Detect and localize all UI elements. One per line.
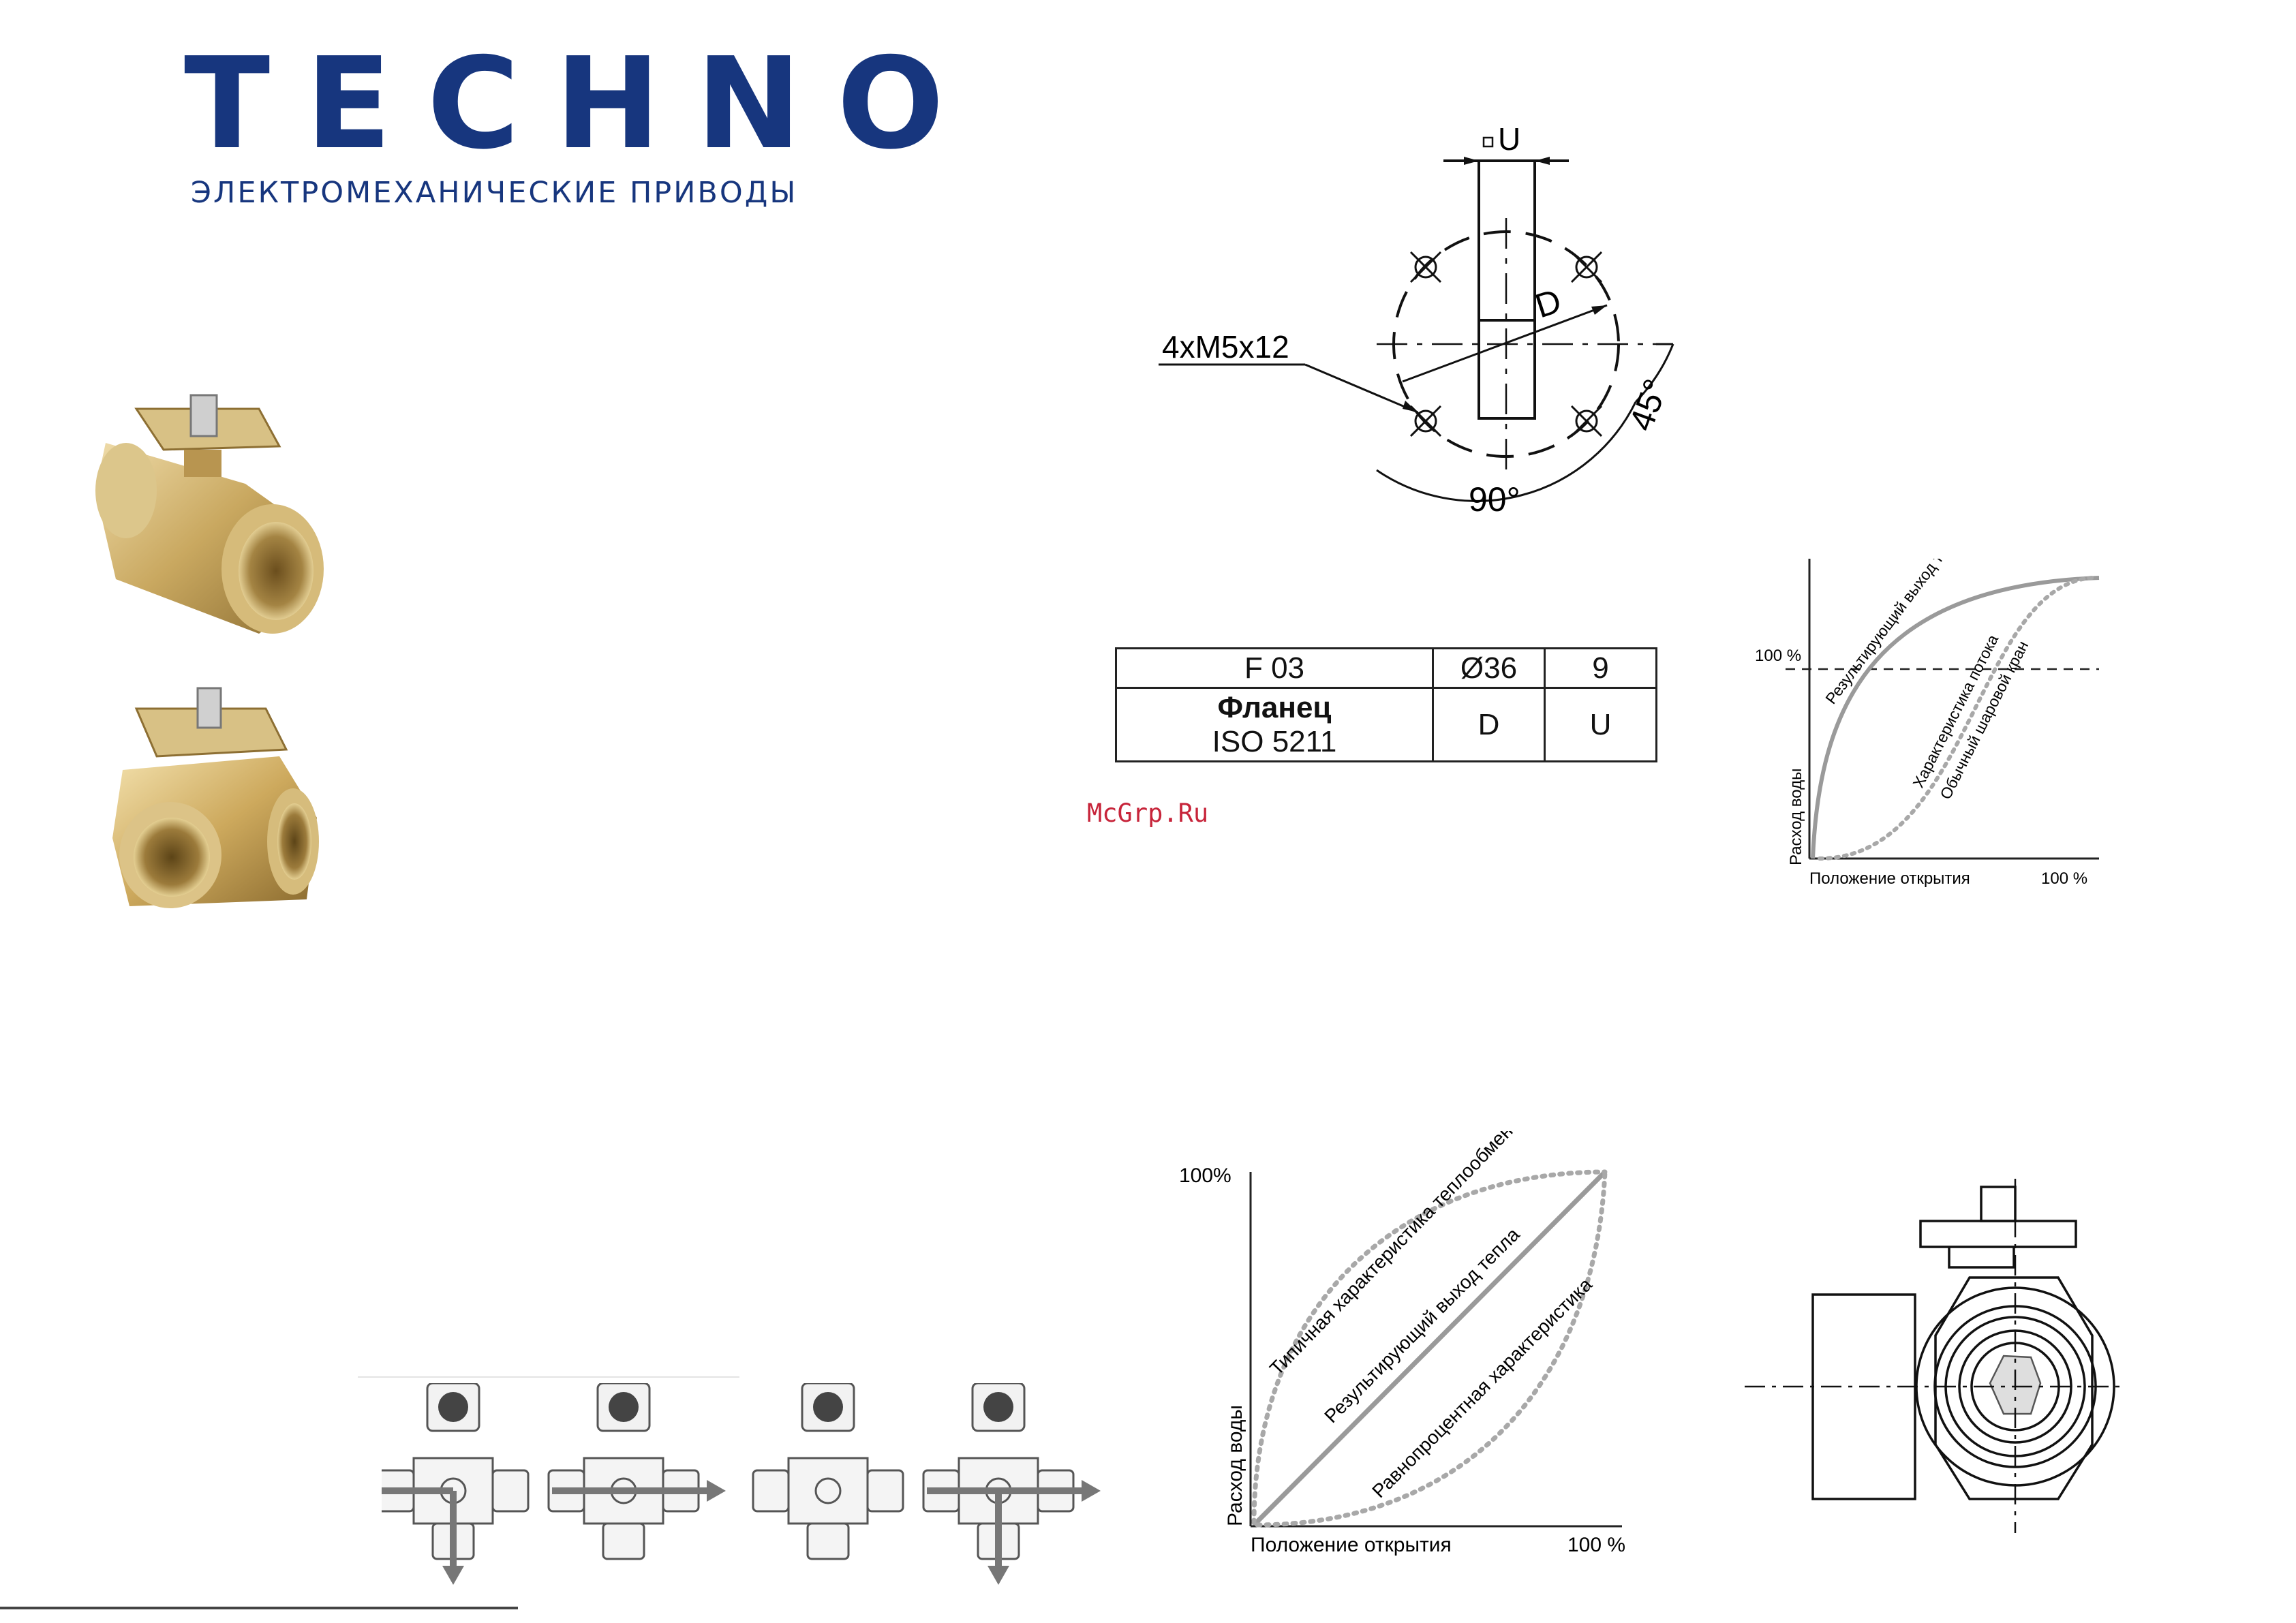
small-chart-y-label: Расход воды <box>1787 769 1805 865</box>
mounting-flange-drawing: U D 4xM5x12 90° 45° <box>1159 123 1675 519</box>
flange-spec-table: F 03 Ø36 9 Фланец ISO 5211 D U <box>1115 647 1657 762</box>
small-chart-curve-label: Результирующий выход тепла <box>1822 559 1968 707</box>
brand-tagline: ЭЛЕКТРОМЕХАНИЧЕСКИЕ ПРИВОДЫ <box>191 176 798 210</box>
table-cell: F 03 <box>1115 647 1434 689</box>
iso-label: ISO 5211 <box>1212 724 1337 758</box>
flow-diagram-1 <box>382 1383 530 1585</box>
small-chart-x-label: Положение открытия <box>1809 869 1970 888</box>
table-cell: 9 <box>1544 647 1657 689</box>
divider-line <box>358 1376 739 1378</box>
table-cell: D <box>1432 687 1546 762</box>
large-chart-x-label: Положение открытия <box>1251 1534 1452 1556</box>
three-way-flow-diagrams <box>382 1383 1101 1585</box>
large-chart-y-label: Расход воды <box>1224 1405 1246 1526</box>
flow-diagram-2 <box>547 1383 726 1560</box>
two-way-valve-image <box>95 394 324 634</box>
flow-diagram-4 <box>922 1383 1101 1585</box>
divider-line <box>0 1607 518 1609</box>
small-chart-y-tick: 100 % <box>1755 647 1801 665</box>
flange-label: Фланец <box>1217 690 1332 724</box>
large-chart-x-end: 100 % <box>1567 1534 1625 1556</box>
large-chart-y-tick: 100% <box>1179 1164 1231 1187</box>
small-flow-chart: 100 % 100 % Положение открытия Расход во… <box>1755 559 2100 888</box>
table-cell: Ø36 <box>1432 647 1546 689</box>
three-way-valve-image <box>112 687 319 908</box>
table-row-label: Фланец ISO 5211 <box>1115 687 1434 762</box>
angle-90-label: 90° <box>1469 480 1520 519</box>
valve-front-drawing <box>1745 1179 2126 1533</box>
angle-45-label: 45° <box>1622 374 1675 435</box>
large-chart-curve-label: Результирующий выход тепла <box>1320 1224 1524 1427</box>
large-chart-curve-label: Равнопроцентная характеристика <box>1368 1273 1596 1502</box>
large-flow-chart: 100% 100 % Положение открытия Расход вод… <box>1179 1131 1625 1556</box>
stem-size-label: U <box>1498 123 1520 157</box>
brand-logo: TECHNO <box>184 30 980 177</box>
bolt-label: 4xM5x12 <box>1162 329 1289 365</box>
small-chart-x-end: 100 % <box>2041 869 2087 888</box>
watermark-link[interactable]: McGrp.Ru <box>1087 799 1209 828</box>
table-cell: U <box>1544 687 1657 762</box>
flow-diagram-3 <box>752 1383 904 1560</box>
